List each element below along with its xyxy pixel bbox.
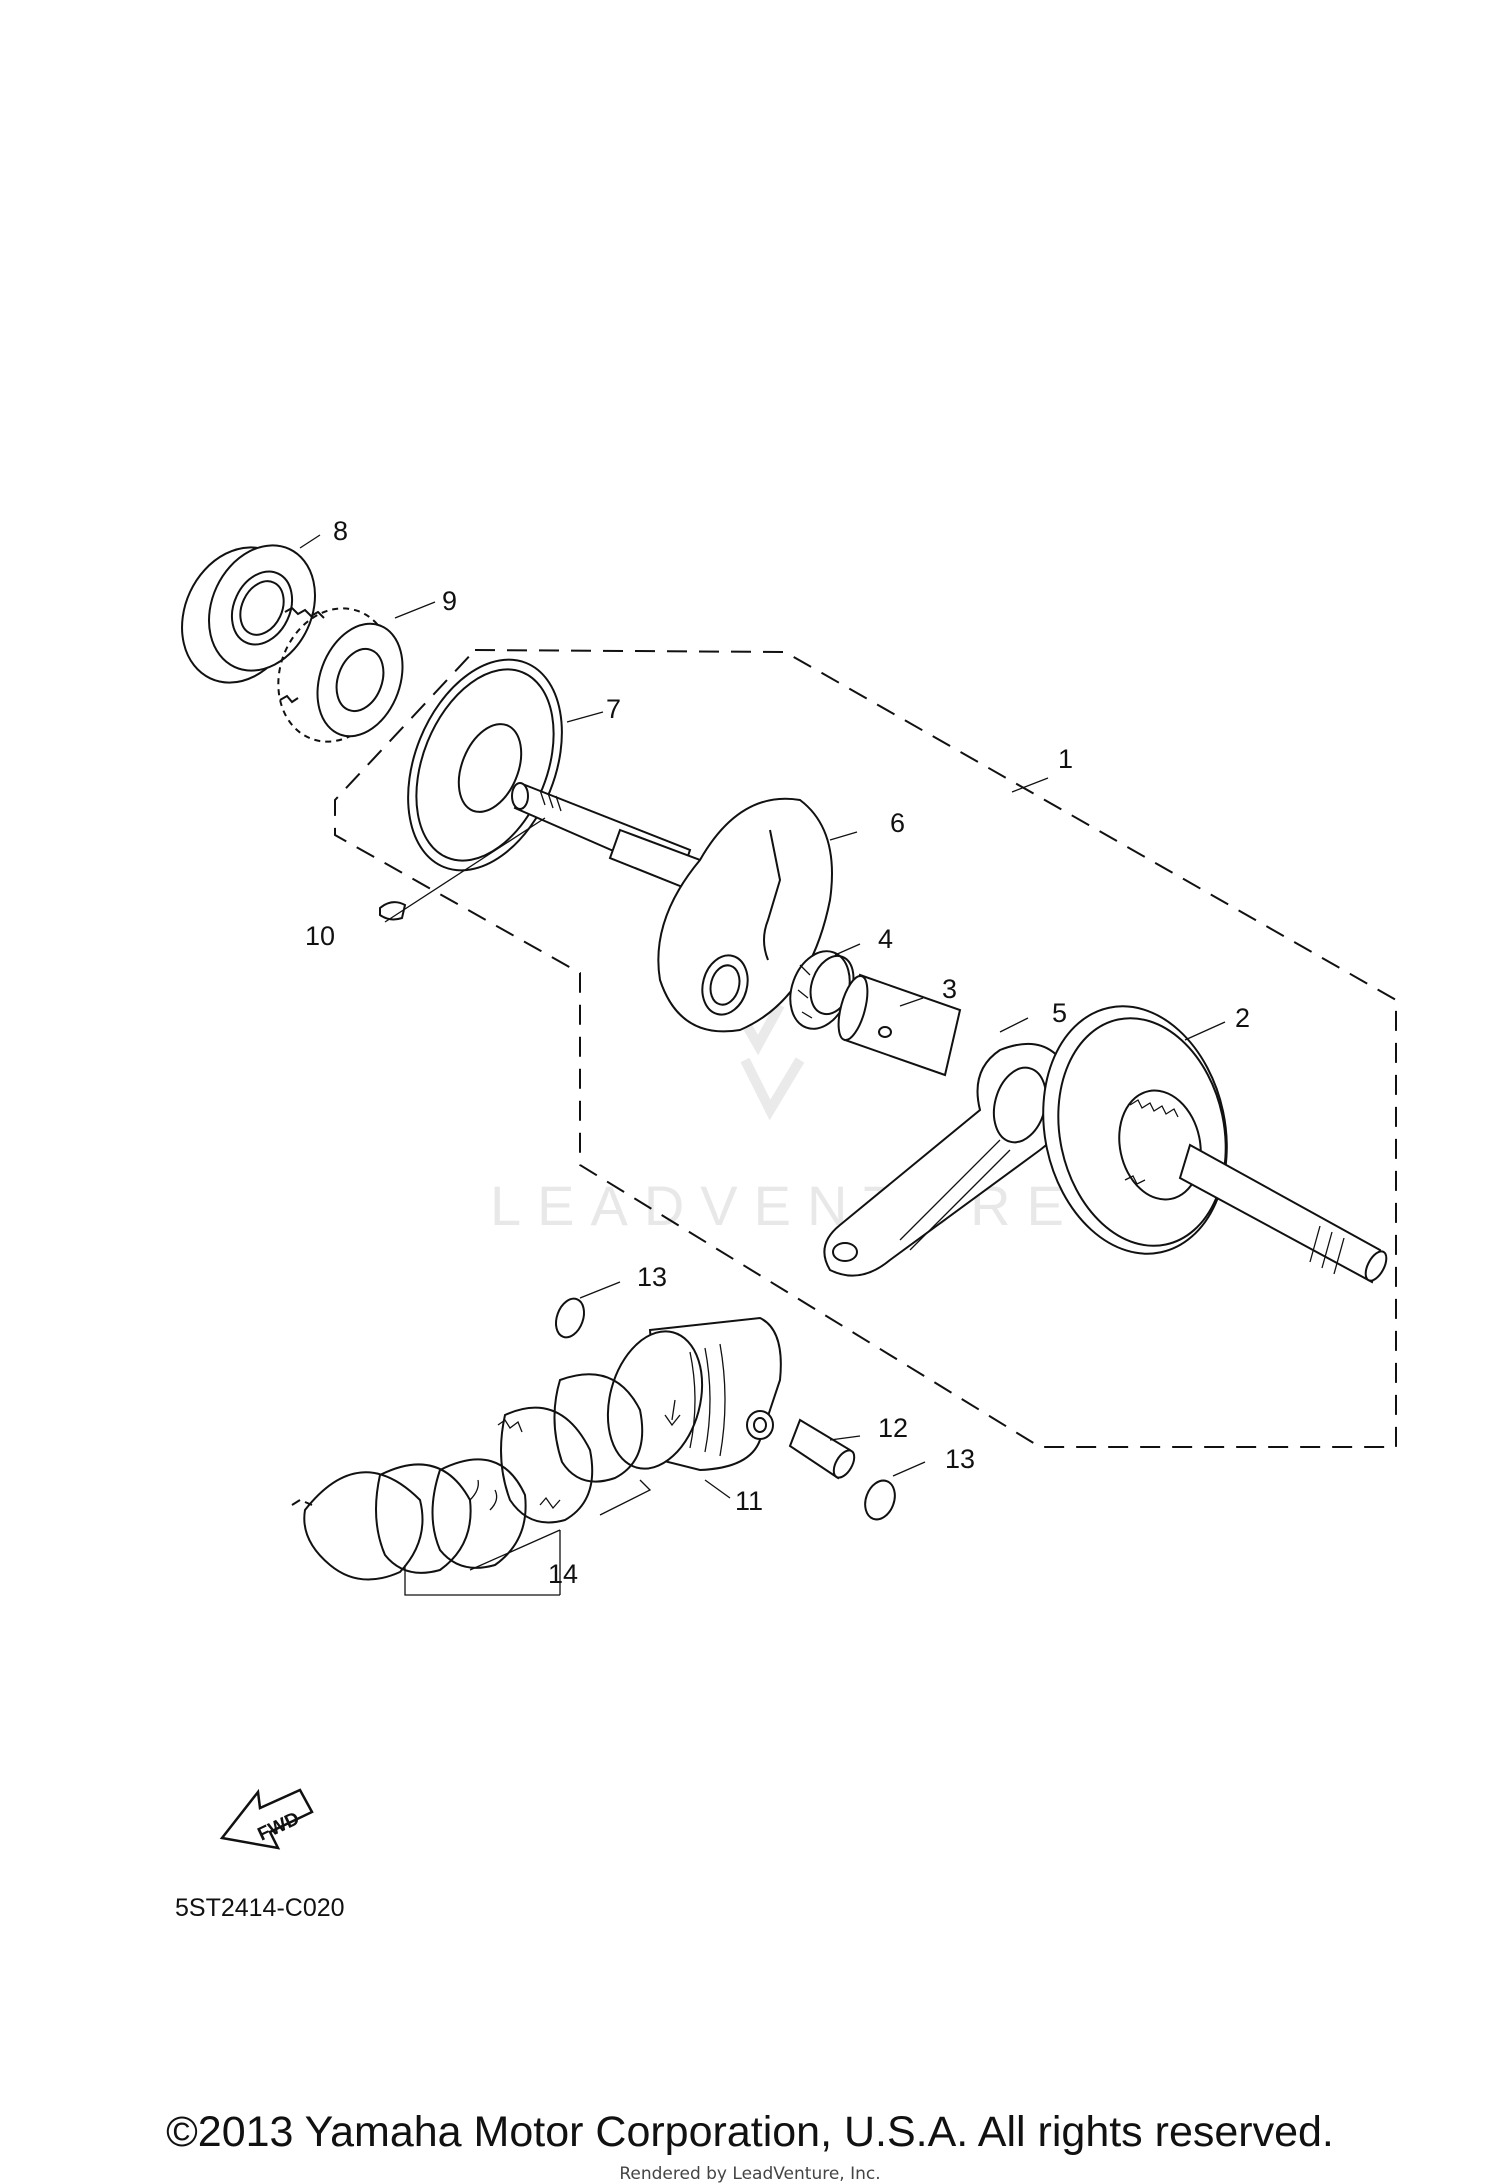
crank-web-part-2[interactable]: [1021, 989, 1391, 1284]
callout-6: 6: [890, 808, 905, 838]
callout-13-bottom: 13: [945, 1444, 975, 1474]
callout-2: 2: [1235, 1003, 1250, 1033]
callouts: 8 9 7 1 6 10 4 3 5 2 13 12 13 11 14: [305, 516, 1250, 1589]
callout-11: 11: [735, 1486, 763, 1516]
crank-web-part-6[interactable]: [657, 797, 833, 1033]
callout-7: 7: [606, 694, 621, 724]
left-shaft: [511, 782, 702, 892]
assembly-outline: [334, 648, 1397, 1448]
callout-9: 9: [442, 586, 457, 616]
key-part-10[interactable]: [379, 901, 407, 921]
callout-5: 5: [1052, 998, 1067, 1028]
callout-1: 1: [1058, 744, 1073, 774]
clip-part-13-right[interactable]: [860, 1476, 900, 1523]
rendered-by: Rendered by LeadVenture, Inc.: [619, 2164, 881, 2184]
crank-pin-part-3[interactable]: [833, 973, 962, 1077]
callout-4: 4: [878, 924, 893, 954]
connecting-rod-part-5[interactable]: [823, 1042, 1073, 1277]
leader-lines: [299, 534, 1226, 1499]
washer-part-7[interactable]: [379, 637, 591, 893]
callout-8: 8: [333, 516, 348, 546]
diagram-code: 5ST2414-C020: [175, 1894, 345, 1922]
piston-part-11[interactable]: [593, 1316, 782, 1479]
piston-pin-part-12[interactable]: [788, 1418, 858, 1481]
callout-3: 3: [942, 974, 957, 1004]
gear-part-9[interactable]: [260, 592, 417, 757]
copyright-notice: ©2013 Yamaha Motor Corporation, U.S.A. A…: [166, 2108, 1334, 2156]
bearing-part-8[interactable]: [161, 528, 335, 702]
fwd-arrow-icon: FWD: [219, 1788, 314, 1850]
clip-part-13-left[interactable]: [551, 1295, 589, 1341]
callout-10: 10: [305, 921, 335, 951]
callout-13-top: 13: [637, 1262, 667, 1292]
callout-12: 12: [878, 1413, 908, 1443]
callout-14: 14: [548, 1559, 578, 1589]
piston-rings-part-14[interactable]: [291, 1373, 652, 1596]
